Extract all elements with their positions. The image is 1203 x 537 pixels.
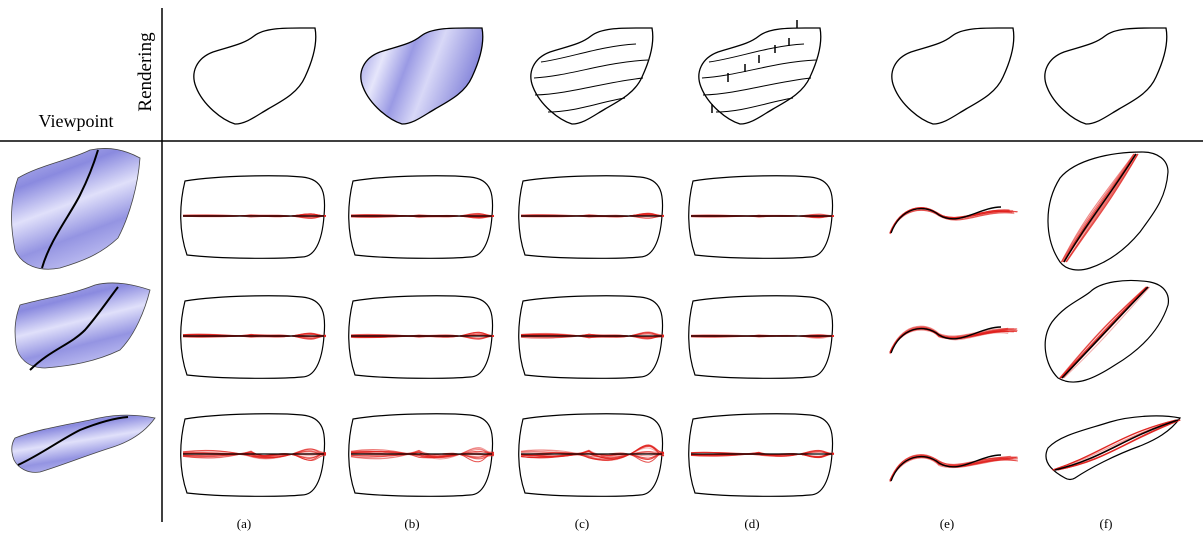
trace-cell-f-1 — [1047, 151, 1169, 271]
trace-cell-f-2 — [1044, 279, 1170, 383]
rendering-shaded-b — [360, 27, 484, 125]
trace-cell-e-3 — [889, 454, 1018, 483]
viewpoint-label: Viewpoint — [39, 111, 114, 131]
trace-cell-e-1 — [889, 206, 1018, 235]
trace-cell-d-1 — [688, 175, 835, 259]
column-label-e: (e) — [940, 516, 954, 531]
trace-cell-b-3 — [348, 413, 495, 497]
trace-cell-a-2 — [180, 295, 327, 379]
viewpoint-surface-2 — [14, 282, 151, 371]
trace-cell-b-2 — [348, 295, 495, 379]
viewpoint-surface-3 — [11, 414, 156, 473]
rendering-outline-e — [891, 27, 1015, 125]
trace-cell-d-3 — [688, 413, 835, 497]
column-label-a: (a) — [237, 516, 251, 531]
rendering-outline-f — [1044, 27, 1168, 125]
column-label-d: (d) — [744, 516, 759, 531]
rendering-label: Rendering — [135, 32, 156, 112]
trace-cell-e-2 — [889, 325, 1018, 355]
rendering-outline-a — [193, 27, 317, 125]
trace-cell-a-3 — [180, 413, 327, 497]
stroke-grid — [180, 151, 1182, 497]
trace-cell-c-3 — [518, 413, 665, 497]
column-label-f: (f) — [1100, 516, 1113, 531]
column-label-c: (c) — [575, 516, 589, 531]
rendering-isolines-c — [530, 27, 654, 125]
trace-cell-c-2 — [518, 295, 665, 379]
trace-cell-c-1 — [518, 175, 665, 259]
trace-cell-a-1 — [180, 175, 327, 259]
trace-cell-b-1 — [348, 175, 495, 259]
trace-cell-d-2 — [688, 295, 835, 379]
rendering-isolines-ticks-d — [698, 20, 822, 125]
trace-cell-f-3 — [1045, 415, 1182, 481]
column-label-b: (b) — [404, 516, 419, 531]
viewpoint-surface-1 — [11, 148, 141, 270]
